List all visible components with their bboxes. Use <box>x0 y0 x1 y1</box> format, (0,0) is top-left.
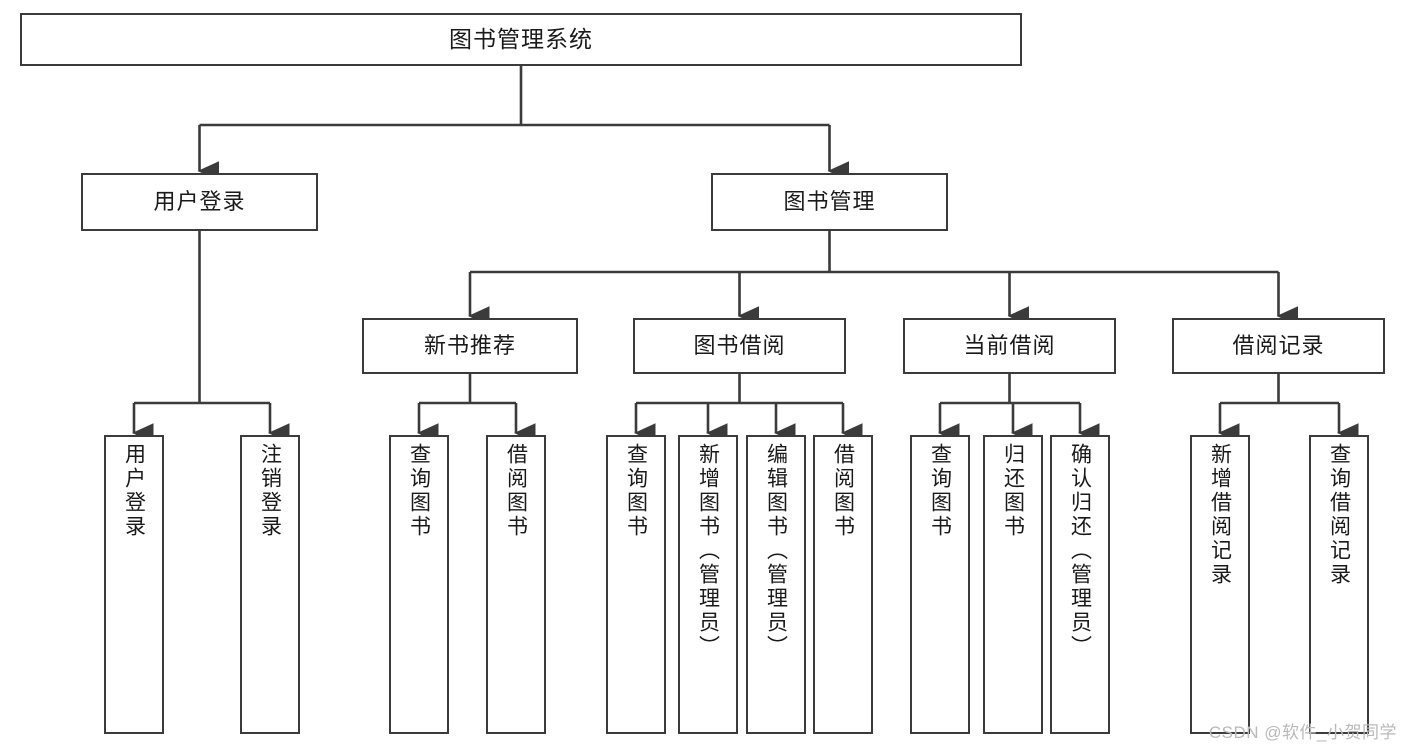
node-root[interactable]: 图书管理系统 <box>20 13 1022 66</box>
node-new-book-recommend-label: 新书推荐 <box>423 332 516 358</box>
node-leaf-query-book-3[interactable]: 查询图书 <box>910 435 970 734</box>
node-leaf-add-book-label: 新增图书（管理员） <box>696 443 720 659</box>
node-leaf-query-book-1[interactable]: 查询图书 <box>389 435 449 734</box>
node-leaf-query-record-label: 查询借阅记录 <box>1327 443 1351 587</box>
node-leaf-borrow-book-2-label: 借阅图书 <box>831 443 855 539</box>
watermark: CSDN @软件_小贺同学 <box>1208 723 1397 742</box>
node-leaf-edit-book-label: 编辑图书（管理员） <box>764 443 788 659</box>
node-leaf-borrow-book-1[interactable]: 借阅图书 <box>486 435 546 734</box>
node-leaf-confirm-return-label: 确认归还（管理员） <box>1068 443 1092 659</box>
node-leaf-query-record[interactable]: 查询借阅记录 <box>1309 435 1369 734</box>
node-leaf-add-record[interactable]: 新增借阅记录 <box>1190 435 1250 734</box>
node-leaf-borrow-book-2[interactable]: 借阅图书 <box>813 435 873 734</box>
node-leaf-add-book[interactable]: 新增图书（管理员） <box>678 435 738 734</box>
node-leaf-return-book-label: 归还图书 <box>1001 443 1025 539</box>
node-user-login-label: 用户登录 <box>153 188 246 214</box>
node-leaf-user-login[interactable]: 用户登录 <box>104 435 164 734</box>
node-book-manage[interactable]: 图书管理 <box>711 173 948 231</box>
node-current-borrow-label: 当前借阅 <box>963 332 1056 358</box>
node-borrow-record[interactable]: 借阅记录 <box>1172 318 1385 374</box>
node-root-label: 图书管理系统 <box>449 26 593 53</box>
node-leaf-user-logout-label: 注销登录 <box>258 443 282 539</box>
node-book-borrow[interactable]: 图书借阅 <box>633 318 846 374</box>
node-leaf-query-book-1-label: 查询图书 <box>407 443 431 539</box>
node-new-book-recommend[interactable]: 新书推荐 <box>362 318 578 374</box>
node-leaf-query-book-2-label: 查询图书 <box>624 443 648 539</box>
node-leaf-query-book-3-label: 查询图书 <box>928 443 952 539</box>
node-leaf-return-book[interactable]: 归还图书 <box>983 435 1043 734</box>
node-current-borrow[interactable]: 当前借阅 <box>903 318 1116 374</box>
node-leaf-user-logout[interactable]: 注销登录 <box>240 435 300 734</box>
node-borrow-record-label: 借阅记录 <box>1232 332 1325 358</box>
node-book-borrow-label: 图书借阅 <box>693 332 786 358</box>
node-leaf-edit-book[interactable]: 编辑图书（管理员） <box>746 435 806 734</box>
node-leaf-user-login-label: 用户登录 <box>122 443 146 539</box>
node-leaf-query-book-2[interactable]: 查询图书 <box>606 435 666 734</box>
node-leaf-borrow-book-1-label: 借阅图书 <box>504 443 528 539</box>
node-leaf-confirm-return[interactable]: 确认归还（管理员） <box>1050 435 1110 734</box>
node-leaf-add-record-label: 新增借阅记录 <box>1208 443 1232 587</box>
node-book-manage-label: 图书管理 <box>783 188 876 214</box>
node-user-login[interactable]: 用户登录 <box>81 173 318 231</box>
